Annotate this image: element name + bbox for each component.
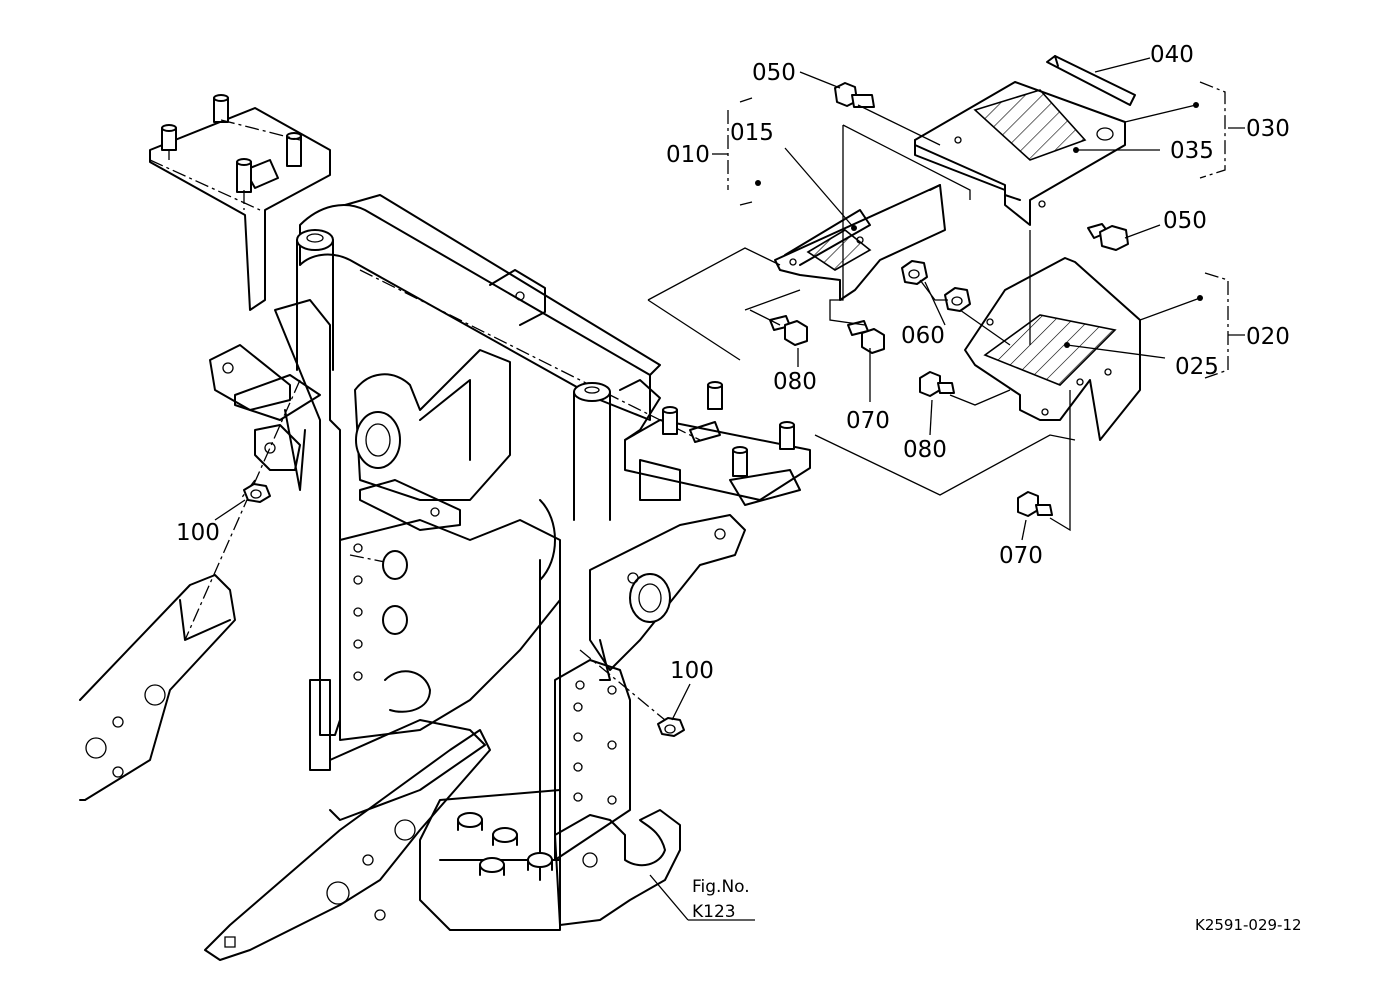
bolt-070-b <box>1017 491 1053 517</box>
rubber-strip-040 <box>1046 55 1136 106</box>
callout-030: 030 <box>1246 116 1290 142</box>
callout-070-right: 070 <box>999 543 1043 569</box>
bolt-080-b <box>919 371 955 397</box>
callout-025: 025 <box>1175 354 1219 380</box>
callout-100-left: 100 <box>176 520 220 546</box>
callout-040: 040 <box>1150 42 1194 68</box>
stud-bolts-right <box>662 381 795 477</box>
nut-060-b <box>944 287 971 312</box>
stud-bolts-top <box>161 94 302 193</box>
step-plate-030 <box>914 81 1126 226</box>
callout-080-right: 080 <box>903 437 947 463</box>
drawing-code: K2591-029-12 <box>1195 916 1302 934</box>
nut-060-a <box>901 260 928 285</box>
bolt-050-right <box>1087 223 1129 251</box>
step-plate-020 <box>964 257 1141 441</box>
callout-080-left: 080 <box>773 369 817 395</box>
callout-100-right: 100 <box>670 658 714 684</box>
callout-070-left: 070 <box>846 408 890 434</box>
leader-lines <box>214 57 1245 921</box>
callout-010: 010 <box>666 142 710 168</box>
callout-035: 035 <box>1170 138 1214 164</box>
bolt-heads-bottom <box>457 812 553 876</box>
callout-060: 060 <box>901 323 945 349</box>
assembly-lines <box>647 104 1076 532</box>
bracket-010 <box>774 184 946 301</box>
callout-050-right: 050 <box>1163 208 1207 234</box>
bolt-070-a <box>847 320 885 354</box>
figure-ref-line1: Fig.No. <box>692 877 750 897</box>
callout-015: 015 <box>730 120 774 146</box>
nut-100-right <box>657 717 685 737</box>
callout-050-top: 050 <box>752 60 796 86</box>
bolt-080-a <box>769 315 808 346</box>
front-frame-assembly <box>79 94 811 961</box>
nut-100-left <box>243 483 271 503</box>
callout-020: 020 <box>1246 324 1290 350</box>
bolt-050-top <box>834 82 875 108</box>
figure-ref-line2: K123 <box>692 902 736 922</box>
